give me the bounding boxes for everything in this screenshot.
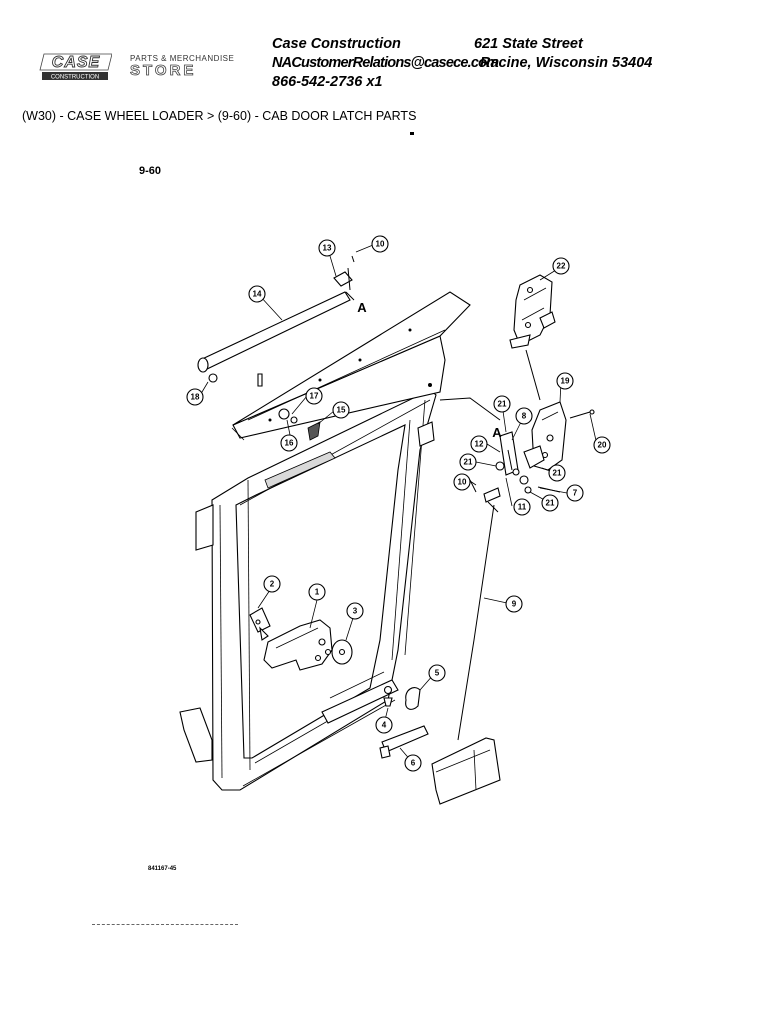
lower-latch-parts	[379, 685, 429, 759]
company-phone: 866-542-2736 x1	[272, 74, 383, 90]
scan-mark	[410, 132, 414, 135]
callout-17[interactable]: 17	[305, 387, 323, 405]
arrow-label-a-right: A	[492, 425, 502, 440]
callout-text: 3	[353, 607, 358, 616]
callout-text: 15	[337, 406, 346, 415]
callout-10-top[interactable]: 10	[371, 235, 389, 253]
callout-text: 20	[598, 441, 607, 450]
callout-15[interactable]: 15	[332, 401, 350, 419]
callout-text: 1	[315, 588, 320, 597]
clip-part-13	[333, 255, 355, 291]
callout-text: 10	[458, 478, 467, 487]
callout-8[interactable]: 8	[515, 407, 533, 425]
drawing-number: 841167-45	[148, 866, 177, 872]
top-cover-plate	[231, 291, 471, 441]
lower-cover-plate	[431, 737, 501, 805]
callout-text: 8	[522, 412, 527, 421]
company-name: Case Construction	[272, 36, 401, 52]
latch-part-22	[509, 274, 556, 401]
page-number: 9-60	[139, 165, 162, 177]
logo-subtext: CONSTRUCTION	[51, 75, 99, 81]
callout-text: 2	[270, 580, 275, 589]
callout-12[interactable]: 12	[470, 435, 488, 453]
callout-16[interactable]: 16	[280, 434, 298, 452]
callout-text: 13	[323, 244, 332, 253]
latch-linkage	[469, 431, 561, 503]
company-street: 621 State Street	[474, 36, 583, 52]
callout-18[interactable]: 18	[186, 388, 204, 406]
callout-7[interactable]: 7	[566, 484, 584, 502]
arrow-label-a-top: A	[357, 300, 367, 315]
case-construction-logo: CASE CONSTRUCTION	[38, 52, 113, 82]
company-email[interactable]: NACustomerRelations@casece.com	[272, 55, 499, 71]
callout-text: 14	[253, 290, 262, 299]
callout-text: 4	[382, 721, 387, 730]
callout-11[interactable]: 11	[513, 498, 531, 516]
callout-21-d[interactable]: 21	[541, 494, 559, 512]
callout-text: 11	[518, 503, 527, 512]
callout-6[interactable]: 6	[404, 754, 422, 772]
callout-4[interactable]: 4	[375, 716, 393, 734]
rod-part-9	[439, 397, 501, 741]
callout-text: 19	[561, 377, 570, 386]
parts-store-logo: PARTS & MERCHANDISE STORE	[130, 54, 280, 82]
callout-text: 21	[498, 400, 507, 409]
callout-21-c[interactable]: 21	[548, 464, 566, 482]
store-bottom-text: STORE	[130, 62, 197, 80]
case-logo-icon: CASE CONSTRUCTION	[39, 54, 113, 81]
callout-text: 21	[464, 458, 473, 467]
rod-part-14	[197, 291, 351, 387]
callout-text: 10	[376, 240, 385, 249]
callout-2[interactable]: 2	[263, 575, 281, 593]
callout-3[interactable]: 3	[346, 602, 364, 620]
callout-text: 22	[557, 262, 566, 271]
callout-13[interactable]: 13	[318, 239, 336, 257]
scan-line	[92, 924, 238, 925]
callout-text: 6	[411, 759, 416, 768]
callout-text: 7	[573, 489, 578, 498]
callout-9[interactable]: 9	[505, 595, 523, 613]
latch-part-19	[523, 401, 595, 471]
callout-5[interactable]: 5	[428, 664, 446, 682]
breadcrumb: (W30) - CASE WHEEL LOADER > (9-60) - CAB…	[22, 109, 417, 123]
logo-text: CASE	[52, 54, 101, 71]
callout-text: 9	[512, 600, 517, 609]
callout-20[interactable]: 20	[593, 436, 611, 454]
callout-text: 17	[310, 392, 319, 401]
callout-21-b[interactable]: 21	[459, 453, 477, 471]
callout-text: 5	[435, 669, 440, 678]
callout-22[interactable]: 22	[552, 257, 570, 275]
callout-19[interactable]: 19	[556, 372, 574, 390]
callout-1[interactable]: 1	[308, 583, 326, 601]
callout-text: 18	[191, 393, 200, 402]
callout-text: 21	[553, 469, 562, 478]
store-top-text: PARTS & MERCHANDISE	[130, 54, 235, 63]
callout-14[interactable]: 14	[248, 285, 266, 303]
handle-assembly	[249, 607, 353, 671]
callout-10-right[interactable]: 10	[453, 473, 471, 491]
callout-text: 21	[546, 499, 555, 508]
company-city: Racine, Wisconsin 53404	[480, 55, 653, 71]
door-frame	[179, 389, 437, 791]
knob-parts	[278, 408, 321, 441]
callout-text: 16	[285, 439, 294, 448]
callout-text: 12	[475, 440, 484, 449]
callout-21-a[interactable]: 21	[493, 395, 511, 413]
